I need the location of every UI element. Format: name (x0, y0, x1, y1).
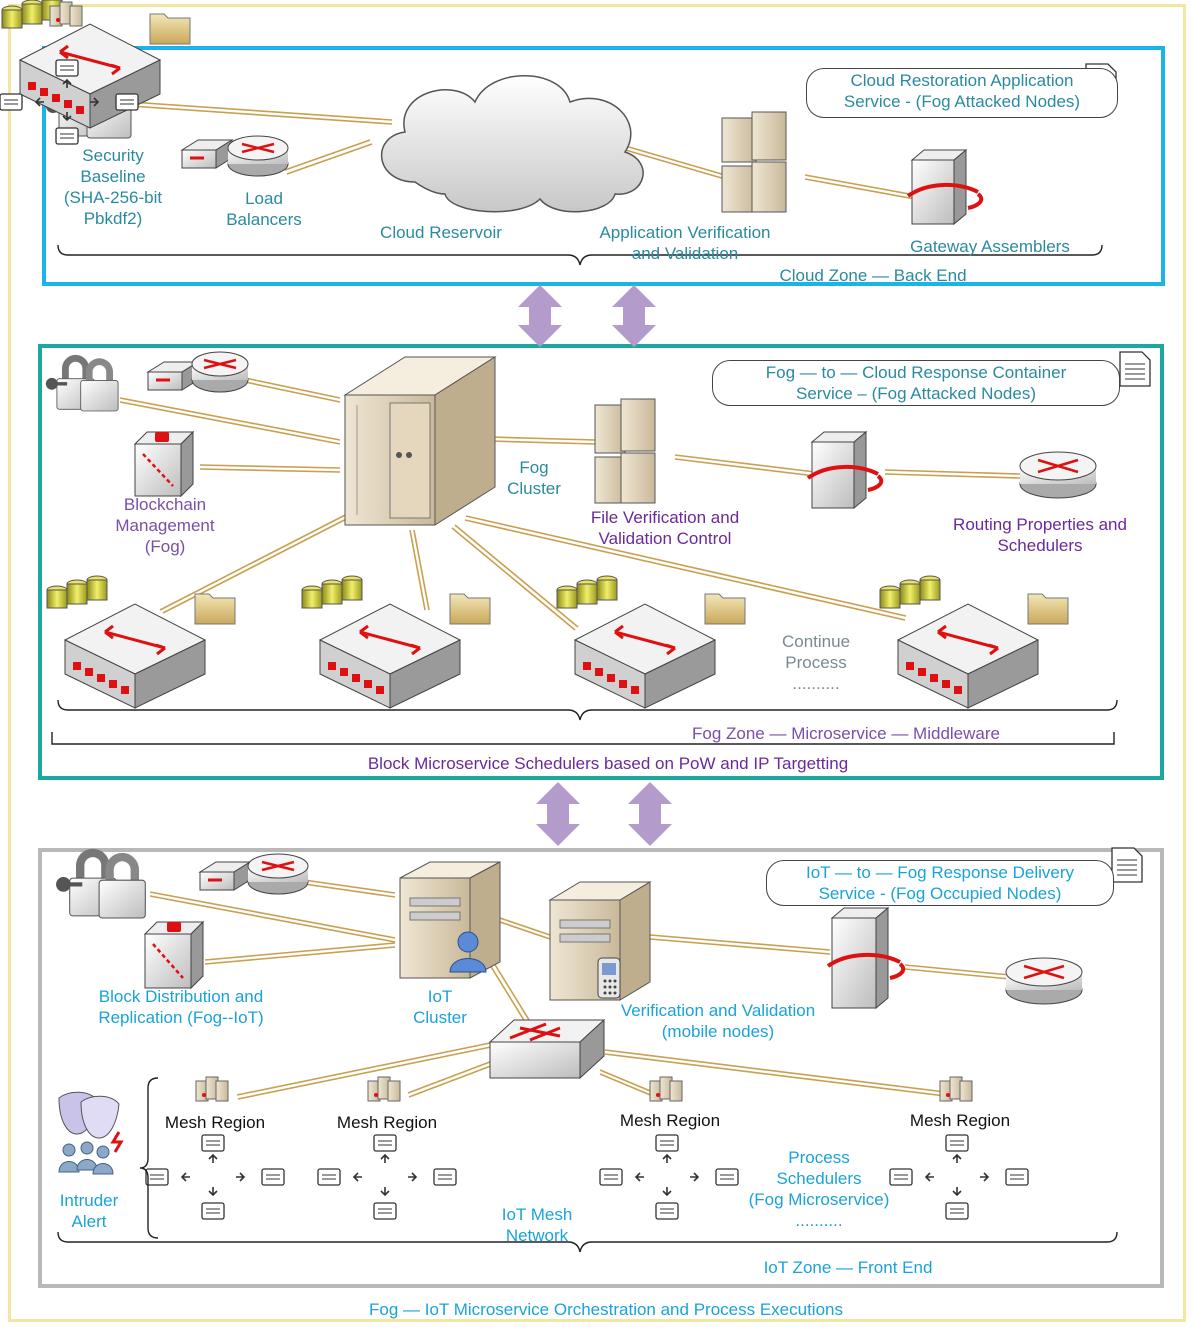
document-icon (1119, 351, 1151, 387)
document-icon (1111, 847, 1143, 883)
zone-braces (51, 244, 1118, 1253)
fog-zone-note: Fog — to — Cloud Response Container Serv… (712, 360, 1120, 406)
scheduler-unit-4 (878, 574, 1070, 710)
cloud-zone-note: Cloud Restoration Application Service - … (806, 68, 1118, 118)
mesh-direction-arrows (34, 78, 100, 122)
mesh-region-3 (599, 1076, 739, 1220)
mesh-region-label-1: Mesh Region (164, 1113, 266, 1132)
iot-bottom-label: Fog — IoT Microservice Orchestration and… (369, 1300, 843, 1319)
padlock-icon (45, 354, 119, 412)
verification-server-icon (548, 881, 652, 1001)
mesh-region-label-4: Mesh Region (909, 1111, 1011, 1130)
connectors (119, 101, 1021, 1100)
gateway-icon (806, 430, 884, 510)
mesh-region-2 (317, 1076, 457, 1220)
mobile-phone-icon (597, 957, 621, 999)
iot-zone-label: IoT Zone — Front End (763, 1258, 933, 1277)
fog-cluster-server-icon (343, 356, 497, 526)
outer-frame (8, 4, 1186, 1322)
router-icon (191, 351, 249, 393)
mesh-region-label-2: Mesh Region (336, 1113, 438, 1132)
blockchain-device-icon (133, 430, 195, 498)
scheduler-unit-1 (45, 574, 237, 710)
interzone-arrows (518, 285, 672, 846)
gateway-icon (906, 148, 984, 226)
folder-icon (149, 13, 191, 45)
switch-icon (146, 361, 200, 391)
iot-zone-note: IoT — to — Fog Response Delivery Service… (766, 860, 1114, 906)
mesh-region-1 (145, 1076, 285, 1220)
cloud-zone-label: Cloud Zone — Back End (779, 266, 967, 285)
cloud-icon (380, 75, 644, 213)
load-balancer-switch-icon (180, 139, 234, 169)
router-icon (227, 135, 289, 177)
switch-icon (198, 861, 252, 891)
intruder-alert-icon (58, 1091, 124, 1175)
mini-server-icon (49, 1, 83, 27)
note-line: IoT — to — Fog Response Delivery (805, 863, 1074, 882)
gateway-assemblers-label: Gateway Assemblers (910, 237, 1070, 256)
note-line: Fog — to — Cloud Response Container (765, 363, 1067, 382)
user-icon (449, 931, 487, 973)
mesh-node-icons (0, 59, 139, 145)
router-icon (1005, 957, 1083, 1005)
fog-bottom-label: Block Microservice Schedulers based on P… (367, 754, 849, 773)
router-icon (1019, 451, 1097, 499)
padlock-icon (56, 848, 146, 919)
router-icon (247, 853, 309, 895)
iot-cluster-server-icon (399, 861, 501, 979)
gateway-icon (826, 906, 906, 1010)
note-line: Service - (Fog Attacked Nodes) (843, 92, 1081, 111)
note-line: Cloud Restoration Application (850, 71, 1074, 90)
blockchain-device-icon (143, 920, 205, 990)
mesh-region-label-3: Mesh Region (619, 1111, 721, 1130)
server-rack-icon (594, 398, 656, 504)
switch-icon (18, 23, 162, 129)
note-line: Service - (Fog Occupied Nodes) (818, 884, 1062, 903)
server-rack-icon (721, 111, 787, 213)
cloud-reservoir-label: Cloud Reservoir (380, 223, 502, 242)
scheduler-unit-2 (300, 574, 492, 710)
fog-zone-label: Fog Zone — Microservice — Middleware (692, 724, 1000, 743)
note-line: Service – (Fog Attacked Nodes) (795, 384, 1036, 403)
central-switch-icon (488, 1018, 606, 1080)
scheduler-unit-3 (555, 574, 747, 710)
verification-validation-label: Verification and Validation(mobile nodes… (620, 1001, 816, 1041)
mesh-region-cluster (0, 1, 139, 145)
